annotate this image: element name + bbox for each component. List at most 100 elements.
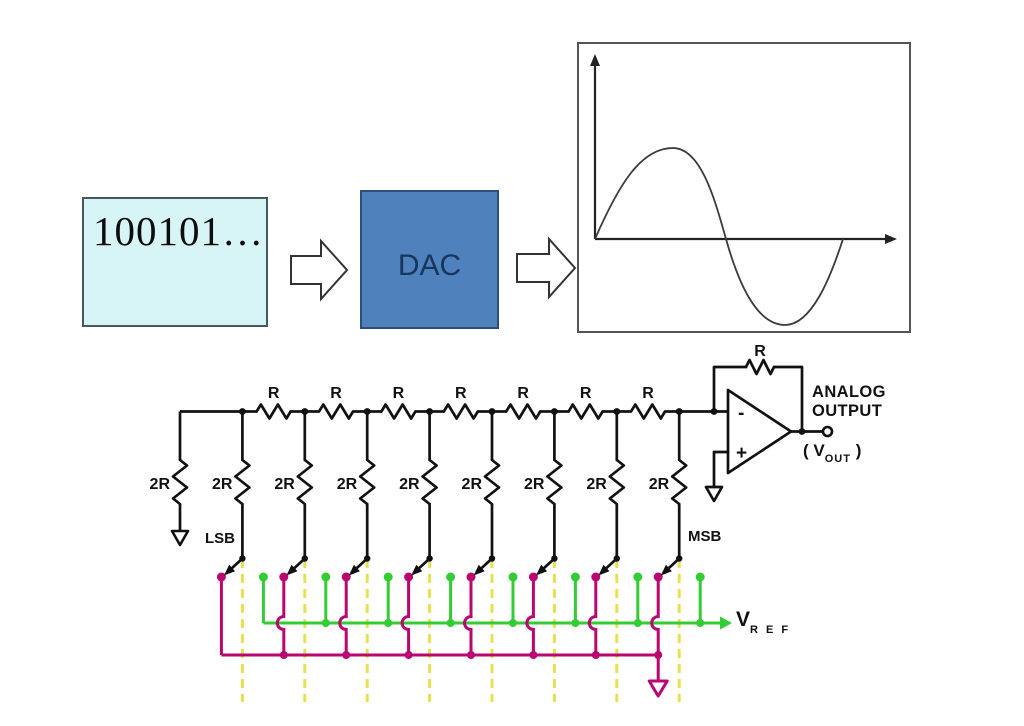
node-dot — [239, 408, 246, 415]
output-terminal-icon — [821, 425, 834, 438]
opamp-plus-label: + — [736, 443, 747, 464]
junction-dot — [342, 651, 351, 659]
bit-switch-arrow-icon — [224, 564, 236, 576]
vref-contact-dot — [633, 572, 643, 582]
vref-sub: R E F — [750, 624, 791, 637]
series-resistor — [504, 403, 542, 420]
switch-contact-dot — [653, 572, 663, 582]
shunt-resistor — [546, 458, 563, 506]
opamp-stage: - + R — [704, 343, 834, 503]
junction-dot — [509, 619, 517, 627]
series-resistor — [255, 403, 292, 420]
series-resistor-label: R — [393, 385, 405, 402]
junction-dot — [384, 619, 393, 627]
vout-pre: ( V — [803, 441, 825, 460]
analog-output-line1: ANALOG — [812, 383, 886, 401]
node-dot — [551, 408, 558, 415]
switch-contact-dot — [528, 572, 538, 582]
shunt-resistor-label: 2R — [524, 476, 545, 493]
series-resistor-label: R — [642, 385, 654, 402]
junction-dot — [710, 408, 718, 415]
switch-contact-wire — [463, 577, 473, 655]
switch-contact-wire — [275, 577, 286, 655]
sine-wave-plot — [590, 54, 897, 326]
vref-contact-dot — [508, 572, 518, 582]
binary-string: 100101… — [93, 208, 264, 254]
series-resistor — [380, 403, 417, 420]
vout-post: ) — [850, 441, 862, 460]
switch-contact-dot — [404, 572, 414, 582]
opamp-minus-label: - — [738, 403, 744, 424]
ground-icon — [704, 485, 724, 503]
feedback-resistor — [744, 358, 776, 376]
ground-icon — [170, 529, 190, 547]
bit-guide-lines — [240, 559, 681, 702]
switch-contact-dot — [466, 572, 476, 582]
bit-switch-arm — [478, 557, 494, 571]
junction-dot — [404, 651, 413, 659]
junction-dot — [591, 651, 600, 659]
series-resistor — [317, 403, 355, 420]
bit-switch-arrow-icon — [660, 564, 672, 576]
node-dot — [363, 408, 371, 415]
dac-block-label: DAC — [397, 248, 462, 282]
analog-output-label: ANALOG OUTPUT — [812, 383, 886, 421]
switch-contact-wire — [400, 577, 411, 655]
junction-dot — [633, 619, 642, 627]
ground-bus — [216, 572, 669, 698]
bit-switch-arrow-icon — [411, 564, 423, 576]
dac-block: DAC — [360, 190, 499, 329]
flow-arrow-icon — [516, 236, 577, 300]
node-dot — [301, 408, 309, 415]
vref-label: VR E F — [736, 608, 791, 637]
series-resistor — [442, 403, 480, 420]
vref-contact-dot — [321, 572, 331, 582]
switch-contact-wire — [338, 577, 348, 655]
switch-contact-dot — [216, 572, 226, 582]
bit-switch-arrow-icon — [286, 564, 298, 576]
series-resistor — [567, 403, 604, 420]
flow-arrow-icon — [290, 238, 349, 302]
bit-switch-arm — [354, 557, 369, 571]
analog-output-line2: OUTPUT — [812, 402, 883, 420]
feedback-wire — [712, 365, 804, 433]
bit-switch-arm — [541, 557, 556, 571]
vref-contact-dot — [570, 572, 580, 582]
shunt-resistor-label: 2R — [274, 476, 295, 493]
junction-dot — [467, 651, 475, 659]
junction-dot — [446, 619, 455, 627]
sine-curve — [594, 147, 844, 326]
series-resistor — [629, 403, 667, 420]
junction-dot — [279, 651, 288, 659]
switch-contact-wire — [525, 577, 535, 655]
analog-output-graph — [577, 42, 911, 333]
y-axis-arrow-icon — [590, 54, 600, 66]
shunt-resistor — [670, 458, 688, 506]
shunt-resistor — [358, 458, 376, 506]
bit-switch-arrow-icon — [473, 564, 485, 576]
bit-switch-arm — [291, 557, 307, 571]
series-resistor-label: R — [455, 385, 467, 402]
bit-switch-arm — [229, 557, 244, 571]
junction-dot — [798, 428, 806, 435]
vout-sub: OUT — [824, 453, 851, 466]
bit-switch-arm — [416, 557, 431, 571]
shunt-resistor — [296, 458, 314, 506]
vref-contact-dot — [446, 572, 456, 582]
node-dot — [488, 408, 496, 415]
vref-bus — [258, 572, 732, 630]
x-axis-arrow-icon — [885, 234, 897, 244]
shunt-resistor — [171, 458, 189, 506]
shunt-resistor-label: 2R — [337, 476, 358, 493]
shunt-resistor-label: 2R — [649, 476, 670, 493]
series-resistor-label: R — [268, 385, 280, 402]
bit-switch-arm — [603, 557, 619, 571]
vref-main: V — [736, 608, 751, 631]
bit-switch-arrow-icon — [598, 564, 610, 576]
lsb-label: LSB — [205, 530, 235, 547]
shunt-resistor — [608, 458, 626, 506]
bit-switch-arrow-icon — [348, 564, 360, 576]
feedback-resistor-label: R — [754, 343, 766, 360]
